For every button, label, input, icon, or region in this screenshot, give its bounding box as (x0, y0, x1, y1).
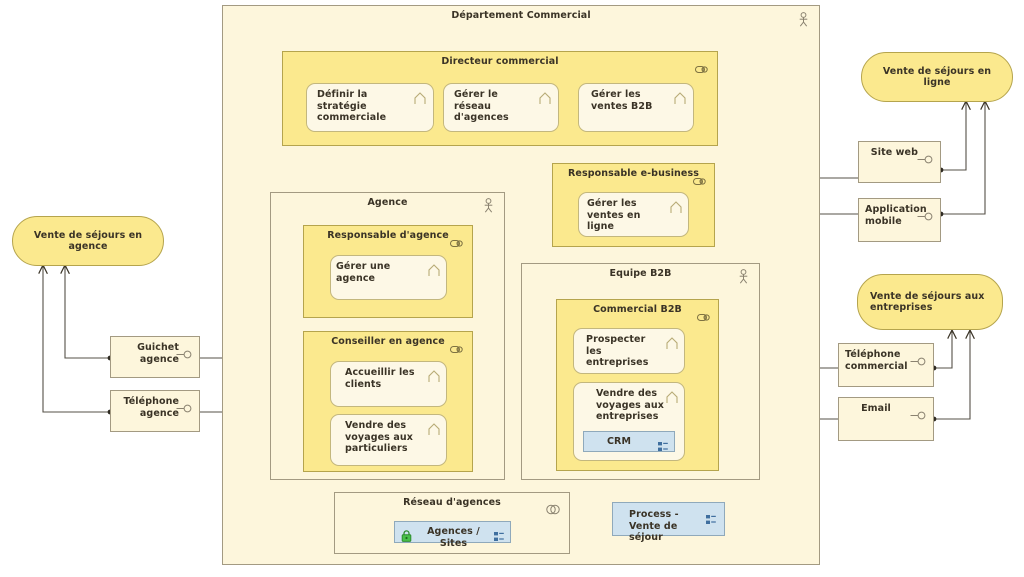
function-gerer-une-agence[interactable]: Gérer une agence (330, 255, 447, 300)
business-role-icon (450, 233, 463, 247)
interface-guichet-agence[interactable]: Guichet agence (110, 336, 200, 378)
actor-icon (798, 12, 809, 27)
conseiller-title: Conseiller en agence (331, 336, 445, 347)
function-gerer-reseau-agences[interactable]: Gérer le réseau d'agences (443, 83, 559, 132)
business-function-icon (666, 389, 678, 403)
interface-label: Téléphone agence (123, 396, 179, 419)
interface-label: Site web (870, 147, 918, 158)
properties-icon (658, 437, 668, 451)
responsable-agence-title: Responsable d'agence (327, 230, 449, 241)
properties-icon (494, 527, 504, 541)
service-vente-agence[interactable]: Vente de séjours en agence (12, 216, 164, 266)
function-label: Vendre des voyages aux particuliers (345, 420, 413, 454)
note-label: Process - Vente de séjour (629, 509, 679, 543)
function-label: Prospecter les entreprises (586, 334, 649, 368)
artifact-crm[interactable]: CRM (583, 431, 675, 452)
interface-email[interactable]: Email (838, 397, 934, 441)
interface-site-web[interactable]: Site web (858, 141, 941, 183)
note-process-vente-sejour[interactable]: Process - Vente de séjour (612, 502, 725, 543)
reseau-title: Réseau d'agences (403, 497, 501, 508)
interface-lollipop-icon (176, 344, 193, 359)
business-function-icon (414, 90, 426, 104)
interface-telephone-commercial[interactable]: Téléphone commercial (838, 343, 934, 387)
function-definir-strategie[interactable]: Définir la stratégie commerciale (306, 83, 434, 132)
business-role-icon (693, 171, 706, 185)
artifact-label: Agences / Sites (427, 526, 480, 549)
ebusiness-title: Responsable e-business (568, 168, 699, 179)
function-label: Accueillir les clients (345, 367, 415, 390)
service-vente-en-ligne[interactable]: Vente de séjours en ligne (861, 52, 1013, 102)
service-label: Vente de séjours en ligne (882, 65, 992, 89)
business-collaboration-icon (546, 500, 560, 515)
artifact-agences-sites[interactable]: Agences / Sites (394, 521, 511, 549)
function-vendre-voyages-particuliers[interactable]: Vendre des voyages aux particuliers (330, 414, 447, 466)
interface-application-mobile[interactable]: Application mobile (858, 198, 941, 242)
lock-icon (401, 527, 412, 542)
business-role-icon (697, 307, 710, 321)
business-function-icon (428, 421, 440, 435)
properties-icon (706, 510, 716, 524)
business-function-icon (674, 90, 686, 104)
function-label: Gérer les ventes en ligne (587, 198, 641, 232)
interface-lollipop-icon (917, 206, 934, 221)
business-function-icon (539, 90, 551, 104)
function-gerer-ventes-b2b[interactable]: Gérer les ventes B2B (578, 83, 694, 132)
departement-title: Département Commercial (451, 10, 591, 21)
function-label: Gérer une agence (336, 261, 391, 284)
service-label: Vente de séjours en agence (33, 229, 143, 253)
directeur-title: Directeur commercial (441, 56, 559, 67)
commercial-b2b-title: Commercial B2B (593, 304, 682, 315)
function-label: Gérer les ventes B2B (591, 89, 653, 112)
interface-label: Email (861, 403, 891, 414)
interface-telephone-agence[interactable]: Téléphone agence (110, 390, 200, 432)
actor-icon (738, 269, 749, 284)
business-function-icon (428, 262, 440, 276)
artifact-label: CRM (606, 436, 632, 447)
interface-lollipop-icon (917, 149, 934, 164)
function-label: Gérer le réseau d'agences (454, 89, 509, 123)
equipe-b2b-title: Equipe B2B (609, 268, 672, 279)
interface-lollipop-icon (176, 398, 193, 413)
interface-label: Guichet agence (137, 342, 179, 365)
interface-lollipop-icon (910, 351, 927, 366)
interface-lollipop-icon (910, 405, 927, 420)
function-gerer-ventes-en-ligne[interactable]: Gérer les ventes en ligne (578, 192, 689, 237)
function-label: Définir la stratégie commerciale (317, 89, 387, 123)
business-role-icon (695, 59, 708, 73)
business-function-icon (670, 199, 682, 213)
business-function-icon (428, 368, 440, 382)
agence-title: Agence (367, 197, 408, 208)
service-vente-entreprises[interactable]: Vente de séjours aux entreprises (857, 274, 1003, 330)
function-label: Vendre des voyages aux entreprises (596, 388, 664, 422)
actor-icon (483, 198, 494, 213)
interface-label: Application mobile (865, 204, 927, 227)
service-label: Vente de séjours aux entreprises (870, 290, 985, 314)
business-function-icon (666, 335, 678, 349)
business-role-icon (450, 339, 463, 353)
interface-label: Téléphone commercial (845, 349, 908, 372)
function-prospecter-les-entreprises[interactable]: Prospecter les entreprises (573, 328, 685, 374)
function-accueillir-les-clients[interactable]: Accueillir les clients (330, 361, 447, 407)
